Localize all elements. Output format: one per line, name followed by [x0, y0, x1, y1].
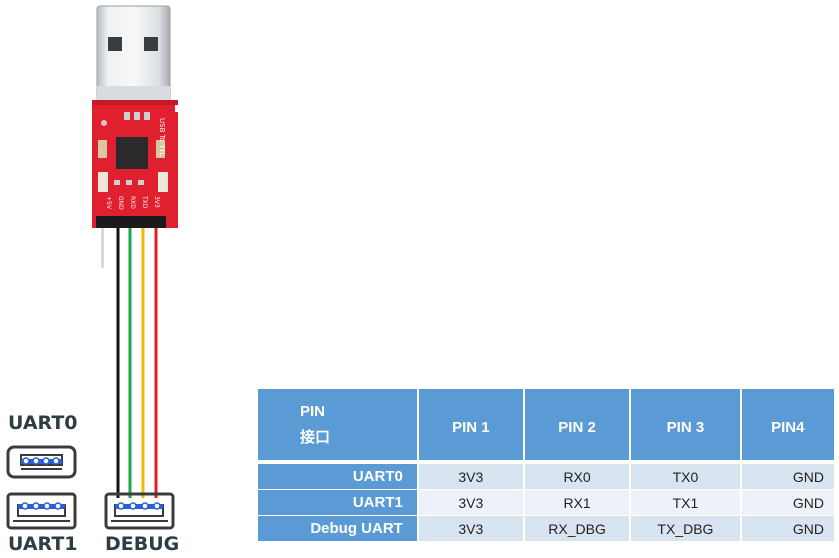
table-row: UART0 3V3 RX0 TX0 GND — [258, 464, 834, 489]
table-cell: RX1 — [524, 490, 630, 515]
table-cell: TX_DBG — [631, 516, 740, 541]
usb-bridge-chip — [116, 137, 148, 169]
uart0-label: UART0 — [8, 412, 78, 434]
table-cell: RX0 — [524, 464, 630, 489]
header-title-pin: PIN — [300, 402, 326, 420]
table-cell: GND — [741, 490, 834, 515]
table-cell: RX_DBG — [524, 516, 630, 541]
table-cell: TX1 — [631, 490, 740, 515]
pin-label-rxd: RXD — [129, 196, 136, 209]
pin-header — [96, 216, 166, 228]
usb-slot-left — [108, 37, 122, 51]
debug-connector — [104, 492, 175, 530]
pin-mapping-table: PIN 接口 PIN 1 PIN 2 PIN 3 PIN4 UART0 3V3 … — [256, 389, 836, 541]
pin-label-3v3: 3V3 — [153, 196, 160, 208]
uart0-connector — [6, 445, 77, 479]
table-cell: GND — [741, 464, 834, 489]
header-pin3: PIN 3 — [631, 389, 740, 460]
uart1-label: UART1 — [8, 533, 78, 555]
table-row: Debug UART 3V3 RX_DBG TX_DBG GND — [258, 516, 834, 541]
row-name: UART1 — [258, 490, 417, 515]
table-header-row: PIN 接口 PIN 1 PIN 2 PIN 3 PIN4 — [258, 389, 834, 460]
header-pin-title: PIN 接口 — [258, 389, 417, 460]
table-cell: GND — [741, 516, 834, 541]
table-row: UART1 3V3 RX1 TX1 GND — [258, 490, 834, 515]
pin-label-txd: TXD — [141, 195, 148, 209]
header-pin1: PIN 1 — [418, 389, 523, 460]
pin-label-5v: +5V — [105, 196, 112, 210]
pcb-board: USB To TTL +5V GND RXD TXD 3V3 — [92, 100, 178, 268]
row-name: UART0 — [258, 464, 417, 489]
table-cell: 3V3 — [418, 516, 523, 541]
header-pin4: PIN4 — [741, 389, 834, 460]
header-pin2: PIN 2 — [524, 389, 630, 460]
table-cell: 3V3 — [418, 464, 523, 489]
table-cell: TX0 — [631, 464, 740, 489]
table-cell: 3V3 — [418, 490, 523, 515]
usb-slot-right — [144, 37, 158, 51]
debug-label: DEBUG — [105, 533, 180, 555]
header-title-interface: 接口 — [300, 428, 331, 446]
wire-bundle — [116, 228, 158, 498]
row-name: Debug UART — [258, 516, 417, 541]
pin-label-gnd: GND — [117, 196, 124, 210]
usb-plug — [96, 5, 171, 102]
uart1-connector — [6, 492, 77, 530]
board-silkscreen: USB To TTL — [158, 118, 166, 157]
